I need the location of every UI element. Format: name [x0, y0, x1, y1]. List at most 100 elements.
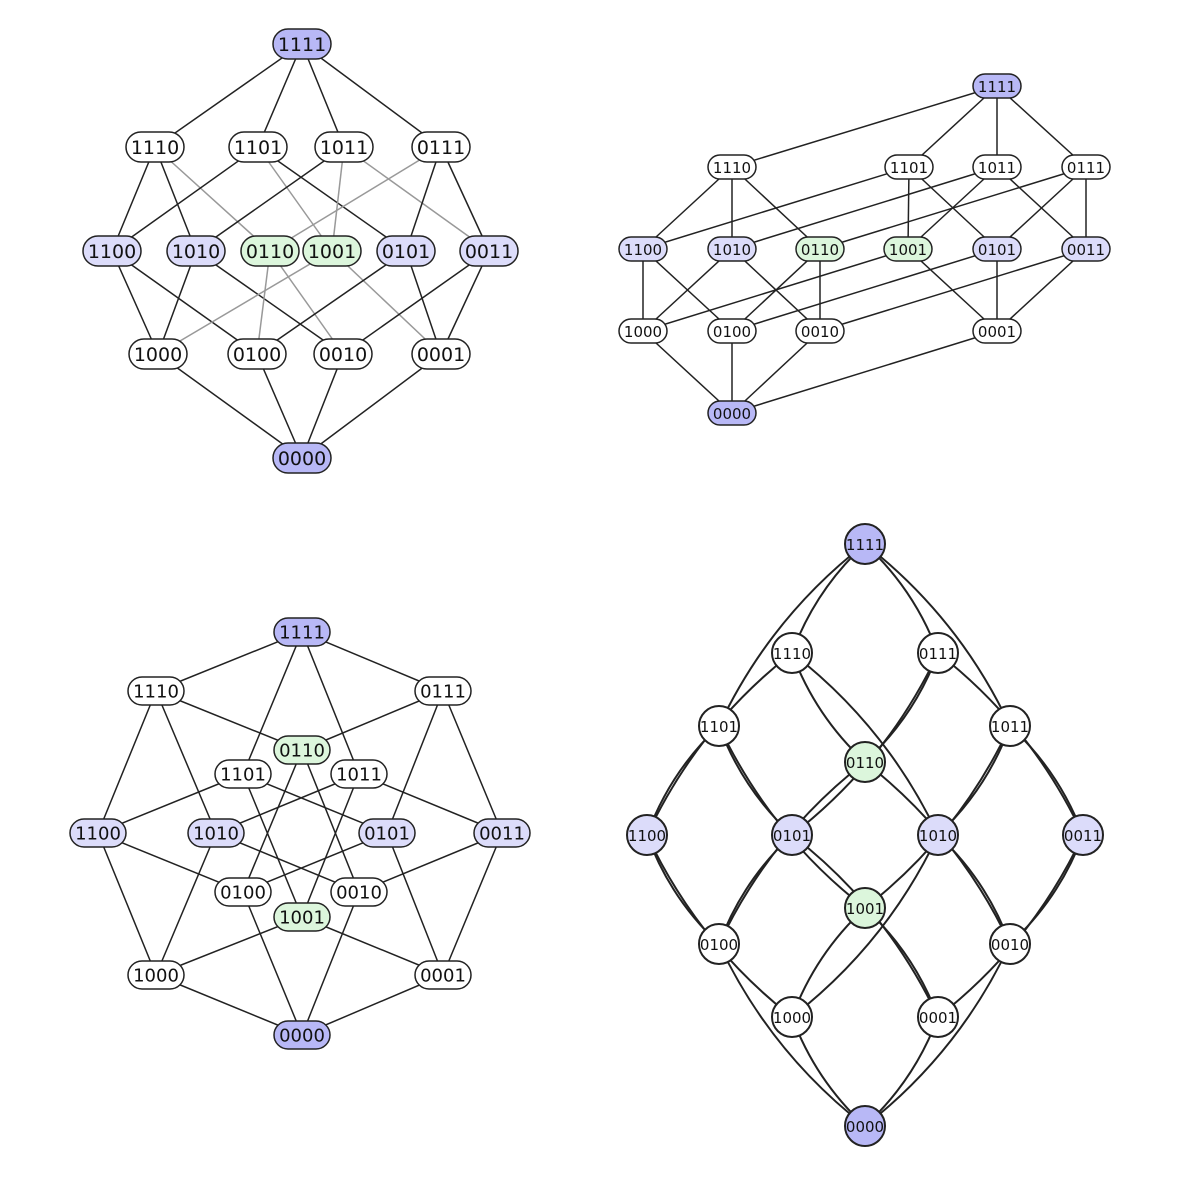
edge-0011-0111	[442, 690, 503, 834]
node-label: 0111	[420, 682, 466, 703]
node-label: 0110	[801, 241, 839, 259]
edge-1101-1111	[257, 43, 303, 148]
node-0010: 0010	[795, 318, 845, 344]
node-shape	[330, 759, 388, 789]
node-label: 1001	[308, 241, 356, 263]
node-1000: 1000	[618, 318, 668, 344]
node-1100: 1100	[618, 236, 668, 262]
node-shape	[273, 1020, 331, 1050]
top-left-edges	[111, 43, 490, 459]
node-shape	[314, 131, 374, 163]
node-label: 1111	[278, 34, 326, 56]
node-0110: 0110	[240, 235, 300, 267]
node-label: 0011	[1067, 241, 1105, 259]
edge-1000-1010	[791, 834, 939, 1018]
edge-0000-0010	[301, 353, 344, 459]
edge-0010-0011	[342, 250, 490, 355]
edge-1000-1100	[111, 250, 159, 355]
edge-1001-1101	[907, 166, 910, 250]
node-label: 0001	[919, 1009, 957, 1027]
edge-1100-1110	[97, 690, 157, 834]
node-shape	[844, 1105, 886, 1147]
edge-1001-1011	[907, 166, 998, 250]
node-shape	[698, 923, 740, 965]
node-label: 1001	[279, 908, 325, 929]
edge-0100-1100	[111, 250, 258, 355]
edge-0001-0011	[440, 250, 490, 355]
node-label: 1110	[773, 645, 811, 663]
edge-0000-0001	[301, 353, 442, 459]
edge-0010-0011	[819, 248, 1087, 332]
node-1111: 1111	[273, 617, 331, 647]
node-0000: 0000	[273, 1020, 331, 1050]
node-label: 0010	[336, 883, 382, 904]
node-label: 0000	[278, 448, 326, 470]
edge-0010-0110	[269, 250, 344, 355]
node-1100: 1100	[69, 818, 127, 848]
top-right-nodes: 0000000100100011010001010110011110001001…	[618, 73, 1111, 426]
edge-0101-0111	[405, 146, 442, 252]
node-1001: 1001	[302, 235, 362, 267]
node-0110: 0110	[844, 741, 886, 783]
edge-1010-1110	[791, 652, 939, 836]
edge-0100-0110	[242, 749, 303, 893]
bottom-right-edges	[646, 543, 1084, 1127]
node-0011: 0011	[473, 818, 531, 848]
node-label: 1011	[336, 765, 382, 786]
node-1010: 1010	[187, 818, 245, 848]
node-label: 1110	[131, 137, 179, 159]
node-label: 1011	[320, 137, 368, 159]
node-shape	[917, 996, 959, 1038]
edge-1100-1101	[111, 146, 259, 252]
edge-1000-1001	[157, 250, 333, 355]
node-0011: 0011	[459, 235, 519, 267]
node-shape	[626, 814, 668, 856]
node-0001: 0001	[917, 996, 959, 1038]
node-1110: 1110	[707, 154, 757, 180]
node-shape	[771, 814, 813, 856]
node-0110: 0110	[795, 236, 845, 262]
edge-1101-1111	[718, 543, 866, 727]
node-label: 1010	[919, 827, 957, 845]
node-label: 1001	[846, 900, 884, 918]
node-label: 1111	[978, 78, 1016, 96]
node-shape	[240, 235, 300, 267]
node-label: 1000	[624, 323, 662, 341]
node-shape	[82, 235, 142, 267]
node-shape	[917, 632, 959, 674]
node-shape	[411, 131, 471, 163]
node-0100: 0100	[214, 877, 272, 907]
node-shape	[459, 235, 519, 267]
node-label: 0011	[479, 824, 525, 845]
node-shape	[273, 617, 331, 647]
node-1001: 1001	[844, 887, 886, 929]
node-1110: 1110	[127, 676, 185, 706]
node-shape	[414, 676, 472, 706]
edge-1001-1011	[301, 773, 360, 918]
node-label: 1100	[88, 241, 136, 263]
node-0001: 0001	[411, 338, 471, 370]
node-label: 0011	[1064, 827, 1102, 845]
node-1111: 1111	[844, 523, 886, 565]
node-1101: 1101	[214, 759, 272, 789]
node-shape	[707, 154, 757, 180]
edge-1000-1010	[642, 248, 733, 332]
node-label: 0111	[919, 645, 957, 663]
node-shape	[272, 28, 332, 60]
edge-1110-1111	[731, 85, 998, 168]
node-label: 1000	[133, 966, 179, 987]
node-shape	[127, 960, 185, 990]
node-shape	[707, 318, 757, 344]
node-shape	[707, 400, 757, 426]
edge-0010-0110	[301, 749, 360, 893]
node-shape	[972, 73, 1022, 99]
node-shape	[313, 338, 373, 370]
node-1010: 1010	[707, 236, 757, 262]
node-1011: 1011	[314, 131, 374, 163]
node-label: 1100	[624, 241, 662, 259]
node-shape	[771, 632, 813, 674]
node-1110: 1110	[771, 632, 813, 674]
node-label: 0011	[465, 241, 513, 263]
node-shape	[414, 960, 472, 990]
node-label: 1000	[773, 1009, 811, 1027]
